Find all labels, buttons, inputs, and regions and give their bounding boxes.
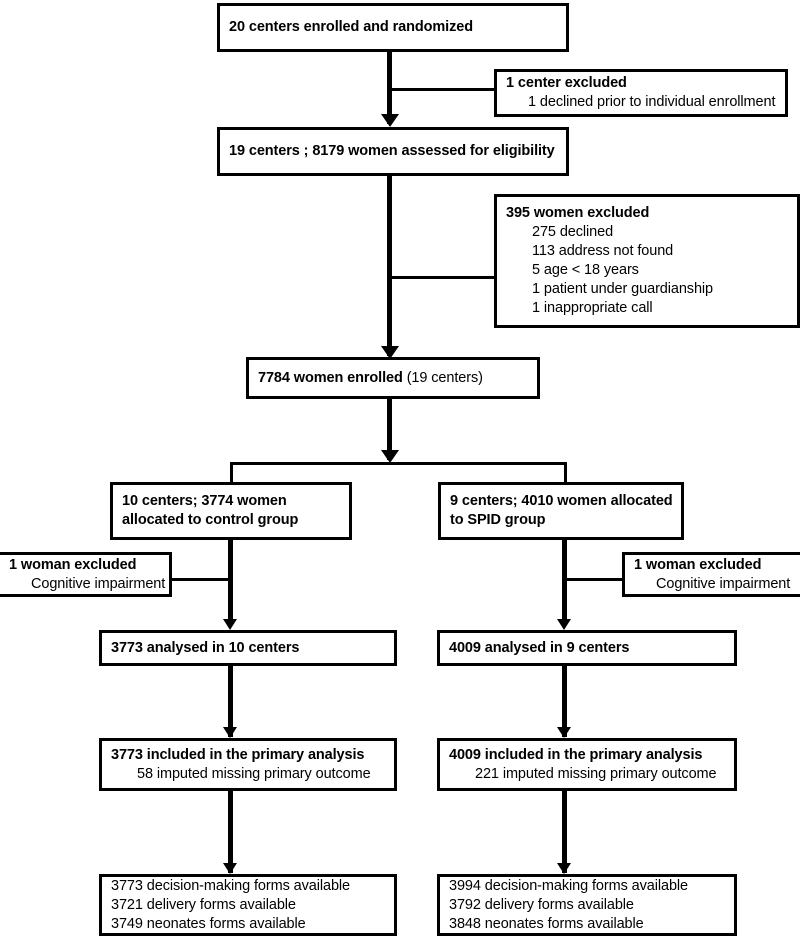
node-spid-analysed[interactable]: 4009 analysed in 9 centers bbox=[437, 630, 737, 666]
connector-spid-analysed-to-primary bbox=[562, 665, 567, 737]
node-women-excluded-line2: 275 declined bbox=[532, 224, 614, 240]
node-spid-forms-line3: 3848 neonates forms available bbox=[449, 915, 644, 932]
node-spid-excluded[interactable]: 1 woman excluded Cognitive impairment bbox=[622, 552, 800, 597]
node-spid-excluded-line1: 1 woman excluded bbox=[634, 556, 762, 573]
split-drop-control bbox=[230, 462, 233, 484]
connector-assessed-to-enrolled-women bbox=[387, 176, 392, 356]
connector-enrolled-women-to-split bbox=[387, 398, 392, 460]
node-spid-analysed-line1: 4009 analysed in 9 centers bbox=[449, 639, 630, 656]
node-women-excluded[interactable]: 395 women excluded 275 declined 113 addr… bbox=[494, 194, 800, 328]
node-enrolled-centers-line1: 20 centers enrolled and randomized bbox=[229, 19, 473, 35]
node-control-analysed[interactable]: 3773 analysed in 10 centers bbox=[99, 630, 397, 666]
node-spid-alloc-line2: to SPID group bbox=[450, 512, 546, 528]
node-center-excluded[interactable]: 1 center excluded 1 declined prior to in… bbox=[494, 69, 788, 117]
node-enrolled-women-line1: 7784 women enrolled bbox=[258, 369, 403, 386]
arrowhead-split bbox=[380, 450, 399, 463]
node-spid-primary-line2: 221 imputed missing primary outcome bbox=[475, 765, 717, 782]
split-drop-spid bbox=[564, 462, 567, 484]
node-center-excluded-line2: 1 declined prior to individual enrollmen… bbox=[528, 94, 776, 110]
connector-to-women-excluded bbox=[389, 276, 497, 279]
arrowhead-enrolled-women bbox=[380, 346, 399, 359]
connector-control-primary-to-forms bbox=[228, 791, 233, 873]
node-control-primary[interactable]: 3773 included in the primary analysis 58… bbox=[99, 738, 397, 791]
node-control-alloc-line2: allocated to control group bbox=[122, 512, 299, 528]
node-assessed-line1: 19 centers ; 8179 women assessed for eli… bbox=[229, 143, 555, 159]
arrowhead-assessed bbox=[380, 114, 399, 127]
node-spid-excluded-line2: Cognitive impairment bbox=[656, 575, 791, 592]
node-spid-forms-line1: 3994 decision-making forms available bbox=[449, 877, 688, 894]
node-control-alloc[interactable]: 10 centers; 3774 women allocated to cont… bbox=[110, 482, 352, 540]
node-women-excluded-line5: 1 patient under guardianship bbox=[532, 281, 714, 297]
node-control-primary-line1: 3773 included in the primary analysis bbox=[111, 746, 365, 763]
node-control-analysed-line1: 3773 analysed in 10 centers bbox=[111, 639, 300, 656]
connector-spid-alloc-to-analysed bbox=[562, 539, 567, 625]
node-control-excluded-line2: Cognitive impairment bbox=[31, 575, 166, 592]
node-control-primary-line2: 58 imputed missing primary outcome bbox=[137, 765, 371, 782]
node-spid-primary-line1: 4009 included in the primary analysis bbox=[449, 746, 703, 763]
node-control-forms-line3: 3749 neonates forms available bbox=[111, 915, 306, 932]
arrowhead-spid-primary bbox=[556, 727, 571, 738]
node-control-forms-line1: 3773 decision-making forms available bbox=[111, 877, 350, 894]
node-control-forms[interactable]: 3773 decision-making forms available 372… bbox=[99, 874, 397, 936]
node-control-excluded-line1: 1 woman excluded bbox=[9, 556, 137, 573]
arrowhead-control-forms bbox=[222, 863, 237, 874]
connector-to-center-excluded bbox=[389, 88, 497, 91]
node-enrolled-women[interactable]: 7784 women enrolled (19 centers) bbox=[246, 357, 540, 399]
arrowhead-spid-analysed bbox=[556, 619, 571, 630]
split-bar bbox=[230, 462, 567, 465]
connector-control-alloc-to-analysed bbox=[228, 539, 233, 625]
node-spid-primary[interactable]: 4009 included in the primary analysis 22… bbox=[437, 738, 737, 791]
node-spid-forms-line2: 3792 delivery forms available bbox=[449, 896, 634, 913]
connector-enrolled-to-assessed bbox=[387, 50, 392, 124]
connector-control-excluded bbox=[172, 578, 230, 581]
node-assessed[interactable]: 19 centers ; 8179 women assessed for eli… bbox=[217, 127, 569, 176]
node-control-forms-line2: 3721 delivery forms available bbox=[111, 896, 296, 913]
arrowhead-control-analysed bbox=[222, 619, 237, 630]
node-control-excluded[interactable]: 1 woman excluded Cognitive impairment bbox=[0, 552, 172, 597]
arrowhead-control-primary bbox=[222, 727, 237, 738]
node-women-excluded-line1: 395 women excluded bbox=[506, 205, 650, 221]
connector-spid-primary-to-forms bbox=[562, 791, 567, 873]
node-enrolled-women-suffix: (19 centers) bbox=[402, 369, 483, 386]
connector-spid-excluded bbox=[564, 578, 622, 581]
node-women-excluded-line3: 113 address not found bbox=[532, 243, 674, 259]
node-spid-alloc-line1: 9 centers; 4010 women allocated bbox=[450, 493, 673, 509]
node-spid-forms[interactable]: 3994 decision-making forms available 379… bbox=[437, 874, 737, 936]
node-enrolled-centers[interactable]: 20 centers enrolled and randomized bbox=[217, 3, 569, 52]
node-center-excluded-line1: 1 center excluded bbox=[506, 75, 627, 91]
node-control-alloc-line1: 10 centers; 3774 women bbox=[122, 493, 287, 509]
connector-control-analysed-to-primary bbox=[228, 665, 233, 737]
arrowhead-spid-forms bbox=[556, 863, 571, 874]
node-women-excluded-line4: 5 age < 18 years bbox=[532, 262, 639, 278]
node-women-excluded-line6: 1 inappropriate call bbox=[532, 300, 653, 316]
node-spid-alloc[interactable]: 9 centers; 4010 women allocated to SPID … bbox=[438, 482, 684, 540]
